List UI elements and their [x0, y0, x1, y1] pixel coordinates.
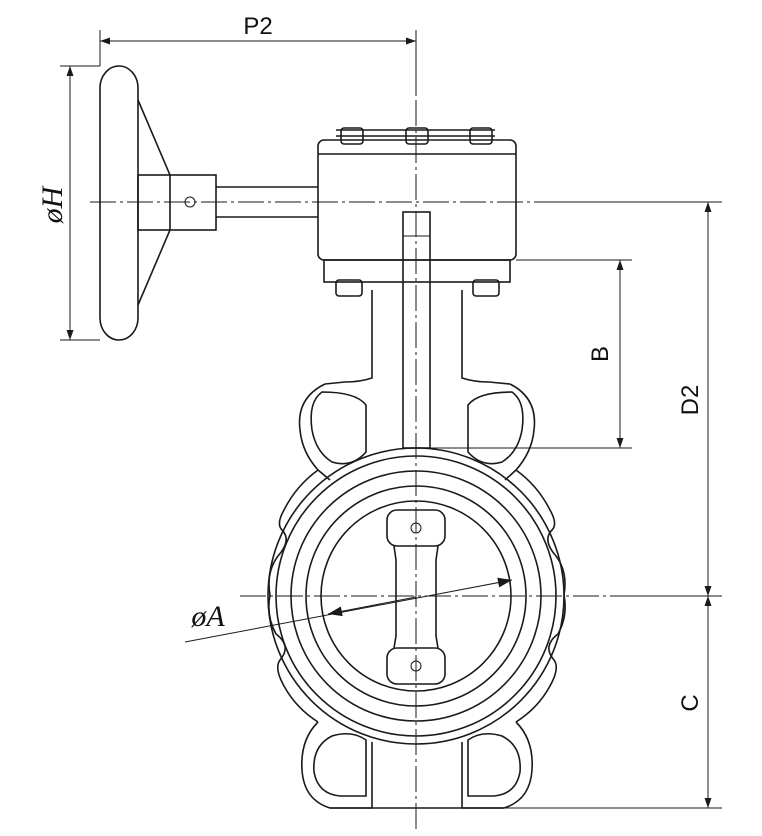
bolt-bottom-right — [472, 279, 500, 297]
right-lower-lug — [462, 721, 533, 809]
phi-h-label: øH — [36, 184, 69, 224]
body-rings — [267, 447, 565, 745]
outer-ring — [267, 447, 565, 745]
neck-right-outline — [461, 290, 511, 385]
left-lower-lug-hole — [313, 732, 367, 797]
dimensions: P2 øH B D2 C øA — [36, 13, 722, 809]
upper-pin-mark — [410, 522, 422, 534]
left-lower-lug — [301, 721, 372, 809]
left-upper-lug-hole — [310, 391, 367, 465]
left-upper-lug — [298, 383, 331, 481]
b-label: B — [587, 346, 614, 362]
top-bolts — [340, 127, 493, 145]
right-upper-lug — [504, 383, 536, 481]
handwheel-spokes — [137, 99, 171, 306]
bottom-bolts — [335, 279, 500, 297]
a-dimension-leader — [184, 577, 513, 643]
liner-ring — [290, 470, 542, 722]
a-dimension-arrow-left — [327, 596, 417, 617]
valve-neck — [324, 211, 511, 449]
bolt-top-center — [405, 127, 429, 145]
outer-ring-inner-edge — [275, 455, 557, 737]
gearbox — [317, 127, 517, 297]
bolt-top-left — [340, 127, 364, 145]
seat-ring — [305, 485, 527, 707]
valve-disc — [386, 509, 446, 685]
center-lines — [90, 100, 610, 830]
hub-center-mark — [184, 196, 196, 208]
bolt-bottom-left — [335, 279, 363, 297]
lower-pin-mark — [410, 660, 422, 672]
disc-left-profile — [393, 545, 397, 649]
gearbox-base-flange — [323, 259, 511, 283]
bolt-top-right — [469, 127, 493, 145]
gearbox-body — [317, 139, 517, 261]
handwheel-rim — [99, 65, 139, 341]
disc-lower-hub — [386, 647, 446, 685]
disc-right-profile — [435, 545, 439, 649]
d2-label: D2 — [677, 385, 704, 416]
p2-label: P2 — [243, 13, 272, 40]
phi-a-label: øA — [190, 600, 225, 633]
c-label: C — [677, 694, 704, 711]
right-upper-lug-hole — [467, 391, 524, 465]
left-body-profile — [268, 469, 319, 723]
right-lower-lug-hole — [467, 732, 521, 797]
disc-upper-hub — [386, 509, 446, 547]
disc-edge — [320, 500, 512, 692]
neck-left-outline — [324, 290, 373, 385]
handwheel-hub — [137, 174, 217, 231]
handwheel — [99, 65, 318, 341]
